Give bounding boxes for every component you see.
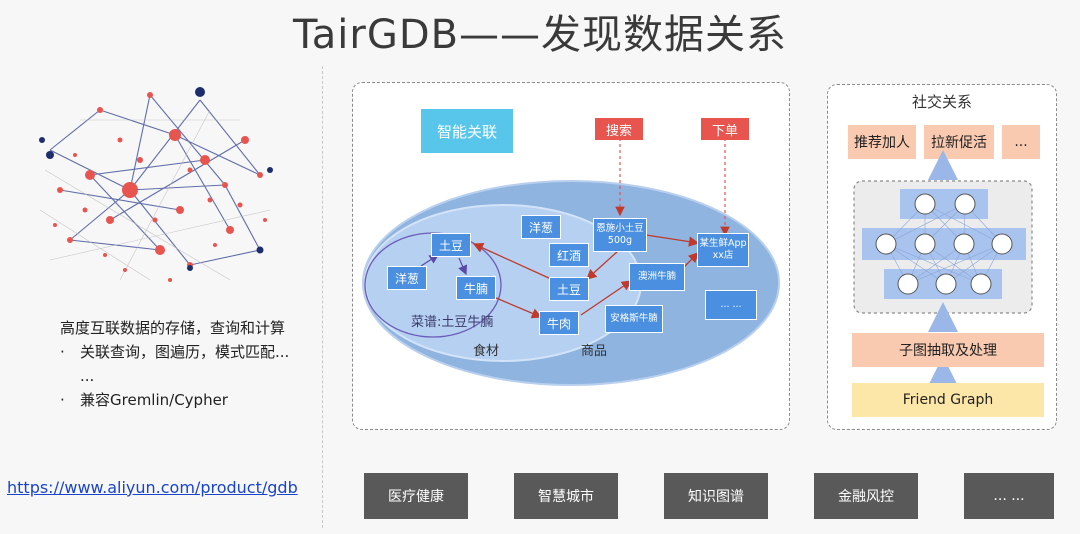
bullet-item: ·兼容Gremlin/Cypher [60,388,290,412]
node-australia-brisket: 澳洲牛腩 [629,263,685,291]
node-potato: 土豆 [431,233,471,257]
order-action: 下单 [701,118,749,140]
bullet-item: ·关联查询，图遍历，模式匹配... ... [60,340,290,388]
product-link[interactable]: https://www.aliyun.com/product/gdb [7,478,298,497]
goods-label: 商品 [581,344,608,359]
financial-risk-button[interactable]: 金融风控 [814,473,918,519]
healthcare-button[interactable]: 医疗健康 [364,473,468,519]
search-action: 搜索 [595,118,643,140]
social-relations-title: 社交关系 [911,93,972,111]
tag-recommend-friends: 推荐加人 [848,125,916,159]
node-potato-2: 土豆 [549,277,589,301]
friend-graph-box: Friend Graph [852,383,1044,417]
subgraph-extract-box: 子图抽取及处理 [852,333,1044,367]
more-button[interactable]: ... ... [964,473,1054,519]
tag-more: ... [1002,125,1040,159]
recipe-label: 菜谱:土豆牛腩 [411,315,494,330]
description-block: 高度互联数据的存储，查询和计算 ·关联查询，图遍历，模式匹配... ... ·兼… [60,316,290,412]
knowledge-graph-button[interactable]: 知识图谱 [664,473,768,519]
smart-city-button[interactable]: 智慧城市 [514,473,618,519]
node-onion: 洋葱 [387,266,427,290]
bullet-text: 兼容Gremlin/Cypher [80,391,228,409]
ingredients-label: 食材 [473,344,500,359]
node-more: ... ... [705,290,757,320]
model-diagram [853,150,1033,386]
bullet-text: 关联查询，图遍历，模式匹配... ... [80,343,290,385]
node-enshi-potato: 恩施小土豆 500g [593,218,647,252]
node-brisket: 牛腩 [456,276,496,300]
section-divider [322,66,323,528]
node-angus-brisket: 安格斯牛腩 [605,305,663,333]
page-title: TairGDB——发现数据关系 [292,12,788,58]
smart-link-panel: 智能关联 搜索 下单 土豆 洋葱 牛腩 洋葱 红酒 土豆 牛肉 恩施小土豆 50… [352,82,790,430]
node-onion-2: 洋葱 [521,215,561,239]
smart-link-label: 智能关联 [421,109,513,153]
description-text: 高度互联数据的存储，查询和计算 [60,319,286,337]
network-graph-illustration [39,87,273,282]
node-red-wine: 红酒 [549,243,589,267]
node-beef: 牛肉 [539,311,579,335]
social-relations-panel: 社交关系 推荐加人 拉新促活 ... [827,84,1057,430]
node-fresh-app: 某生鲜App xx店 [697,233,749,267]
tag-growth: 拉新促活 [924,125,994,159]
